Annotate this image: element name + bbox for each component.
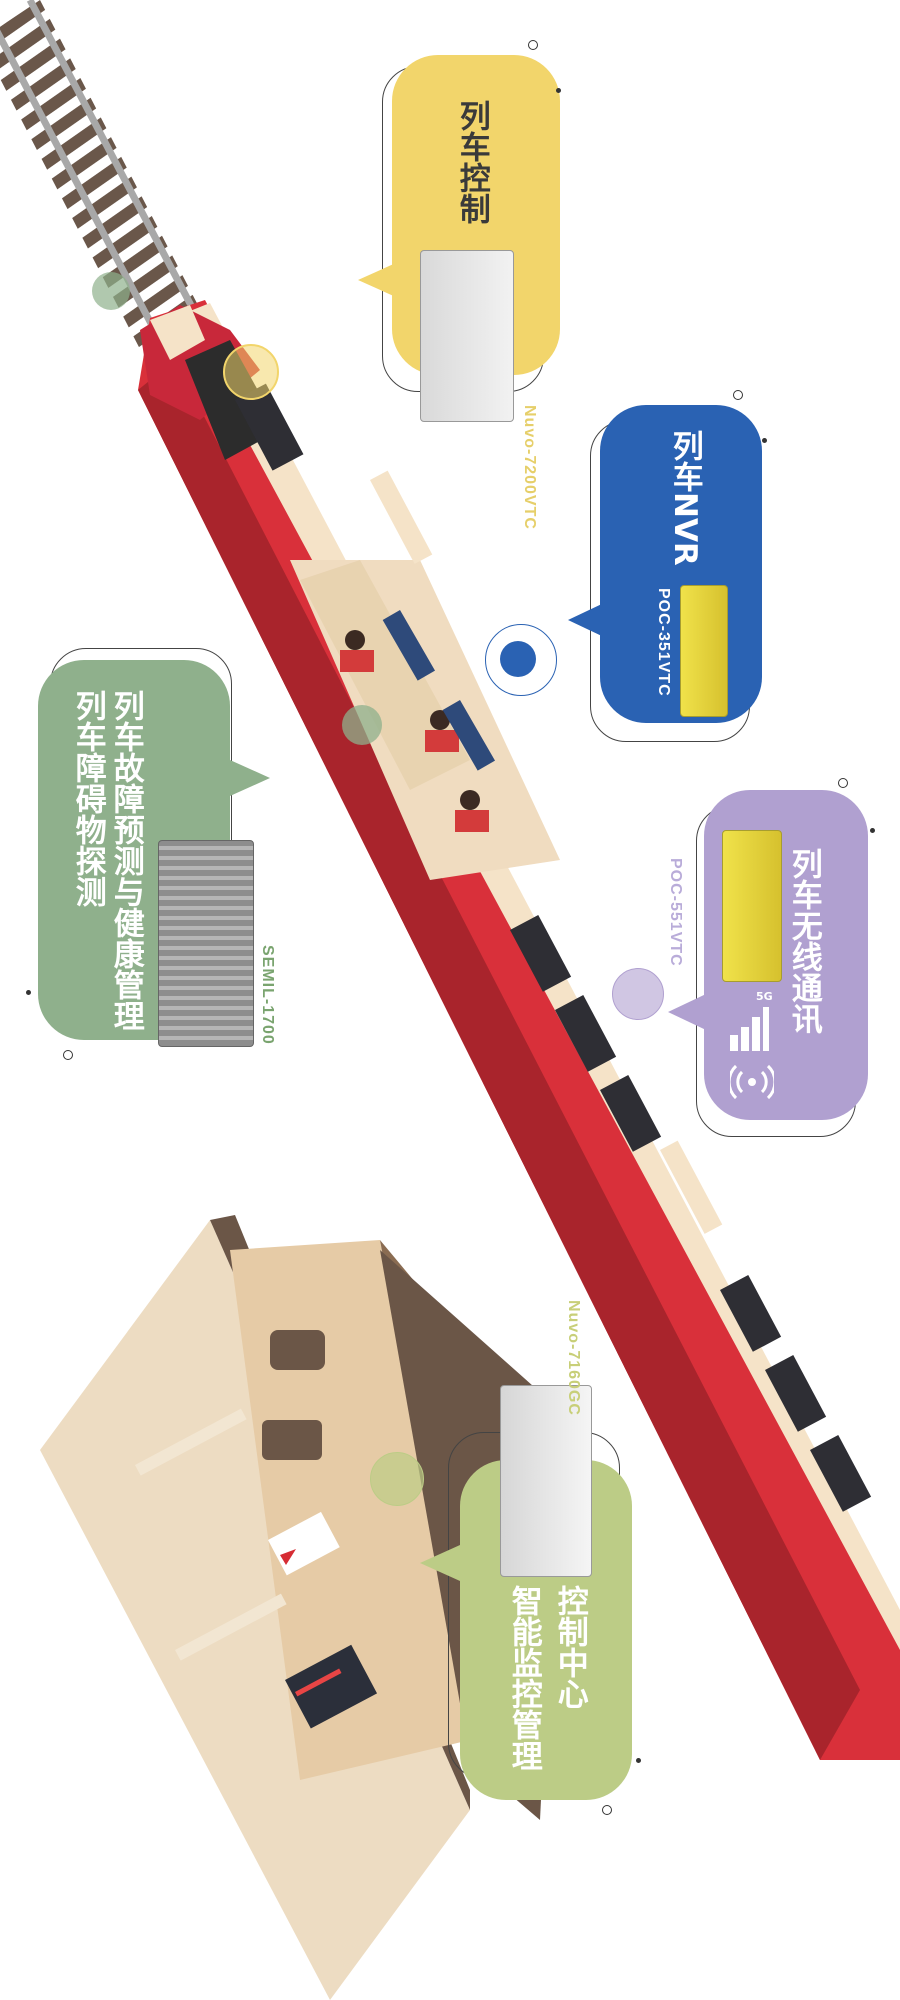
decor-dot bbox=[528, 40, 538, 50]
callout-tail bbox=[230, 760, 270, 796]
fanless-rugged-computer-icon bbox=[158, 840, 254, 1047]
callout-model: POC-351VTC bbox=[655, 588, 672, 697]
callout-title-line1: 控制中心 bbox=[551, 1585, 588, 1709]
callout-title: 列车NVR bbox=[666, 430, 703, 566]
callout-title-line2: 智能监控管理 bbox=[505, 1585, 542, 1771]
decor-ring bbox=[342, 705, 382, 745]
decor-dot bbox=[838, 778, 848, 788]
wifi-waves-icon bbox=[730, 1064, 774, 1100]
callout-title-line1: 列车故障预测与健康管理 bbox=[107, 690, 144, 1031]
decor-dot bbox=[556, 88, 561, 93]
decor-dot bbox=[636, 1758, 641, 1763]
embedded-computer-icon bbox=[420, 250, 514, 422]
decor-ring bbox=[370, 1452, 424, 1506]
5g-badge: 5G bbox=[756, 990, 773, 1003]
callout-title: 列车控制 bbox=[453, 100, 490, 224]
callout-model: Nuvo-7200VTC bbox=[521, 405, 538, 530]
rugged-pc-icon bbox=[722, 830, 782, 982]
decor-ring bbox=[92, 272, 130, 310]
signal-bars-icon bbox=[730, 1007, 769, 1051]
decor-ring bbox=[485, 624, 557, 696]
callout-model: POC-551VTC bbox=[667, 858, 684, 967]
decor-ring bbox=[500, 641, 536, 677]
decor-dot bbox=[762, 438, 767, 443]
callout-tail bbox=[420, 1545, 460, 1581]
callout-tail bbox=[358, 262, 398, 298]
decor-ring bbox=[223, 344, 279, 400]
callout-title-line2: 列车障碍物探测 bbox=[69, 690, 106, 907]
callout-tail bbox=[668, 994, 706, 1030]
decor-dot bbox=[26, 990, 31, 995]
callout-model: Nuvo-7160GC bbox=[565, 1300, 582, 1416]
decor-dot bbox=[870, 828, 875, 833]
decor-dot bbox=[63, 1050, 73, 1060]
callout-model: SEMIL-1700 bbox=[259, 945, 276, 1045]
train bbox=[138, 300, 900, 1760]
gpu-computer-icon bbox=[500, 1385, 592, 1577]
callout-tail bbox=[568, 602, 606, 638]
rugged-pc-icon bbox=[680, 585, 728, 717]
decor-dot bbox=[602, 1805, 612, 1815]
decor-dot bbox=[733, 390, 743, 400]
callout-title: 列车无线通讯 bbox=[785, 848, 822, 1034]
decor-ring bbox=[612, 968, 664, 1020]
